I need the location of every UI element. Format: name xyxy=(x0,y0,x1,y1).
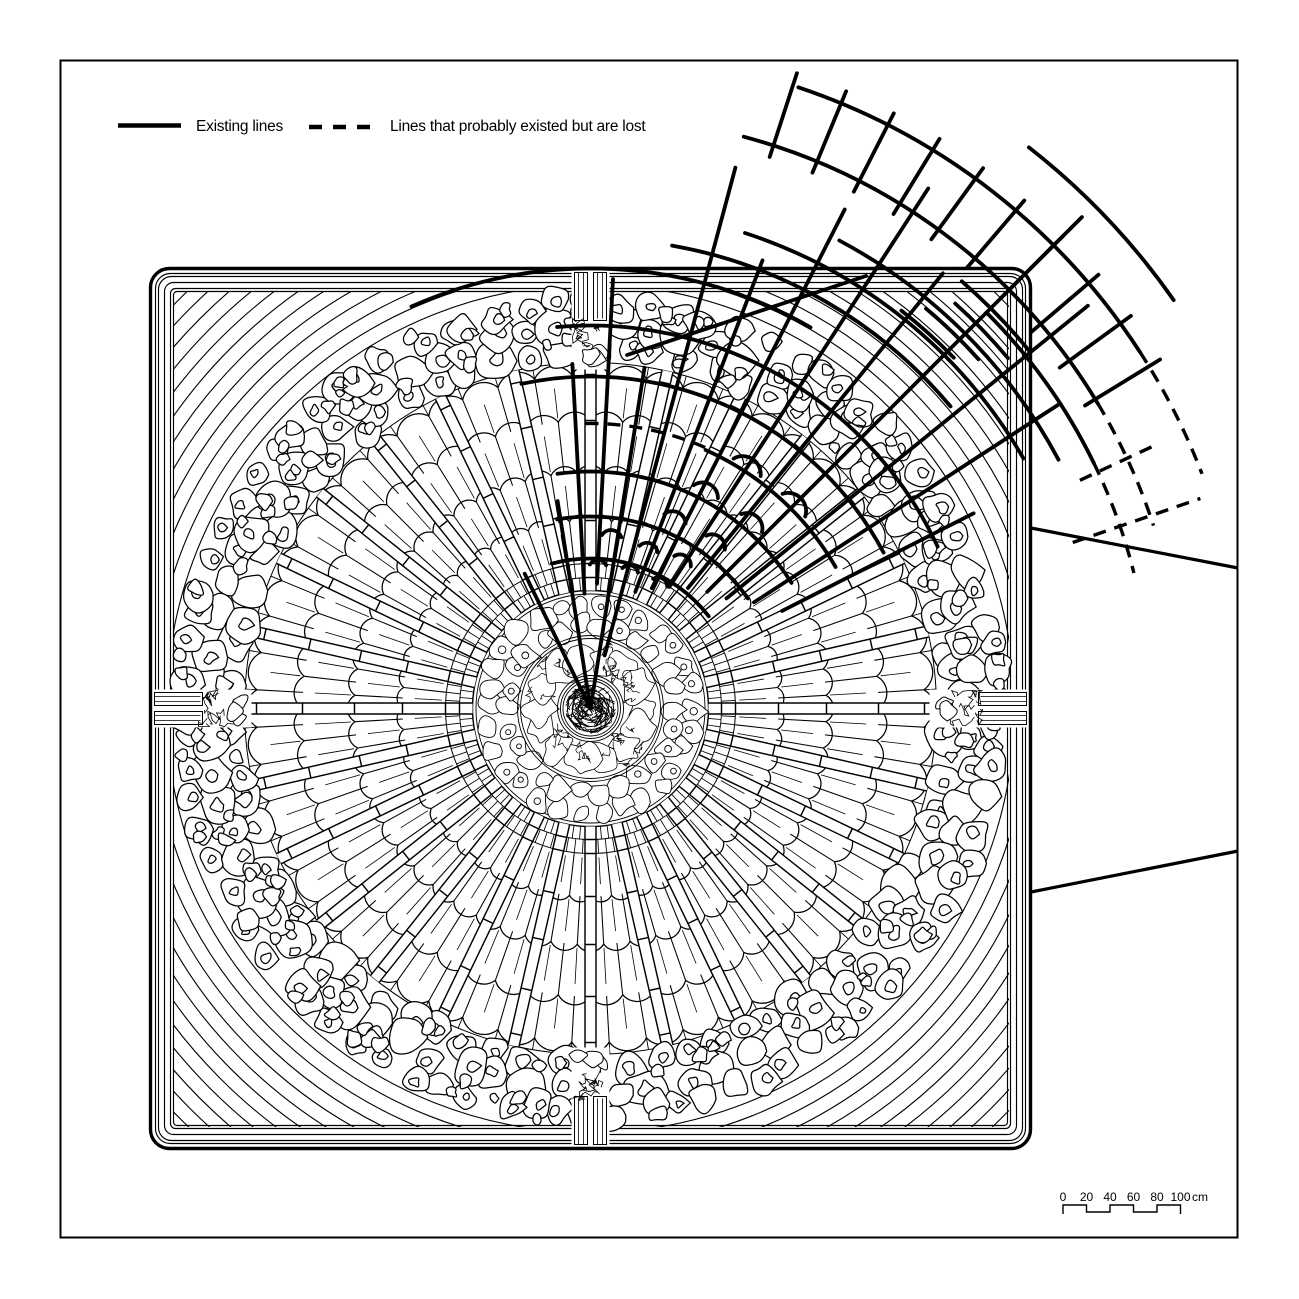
svg-text:20: 20 xyxy=(1080,1190,1094,1204)
svg-text:60: 60 xyxy=(1127,1190,1141,1204)
svg-text:0: 0 xyxy=(1060,1190,1067,1204)
svg-text:80: 80 xyxy=(1150,1190,1164,1204)
svg-text:Lines that probably existed bu: Lines that probably existed but are lost xyxy=(390,118,646,135)
svg-text:cm: cm xyxy=(1192,1190,1208,1204)
svg-text:40: 40 xyxy=(1103,1190,1117,1204)
svg-text:100: 100 xyxy=(1170,1190,1190,1204)
svg-text:Existing lines: Existing lines xyxy=(196,118,283,135)
